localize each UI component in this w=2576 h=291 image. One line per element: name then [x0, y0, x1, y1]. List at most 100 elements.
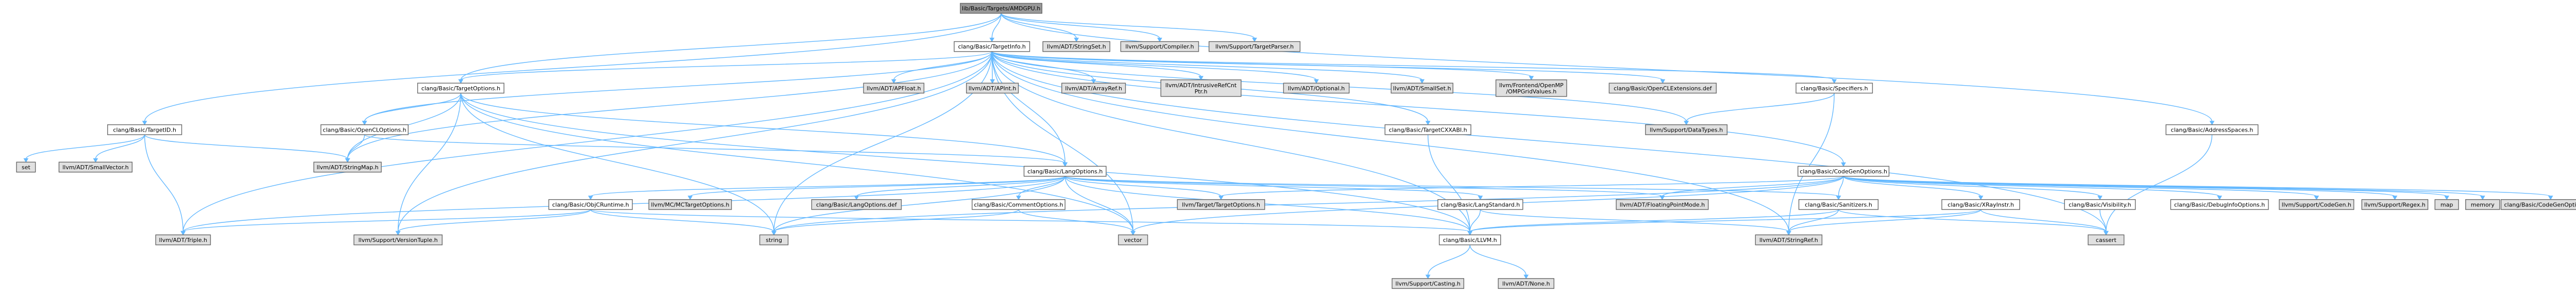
- node-openclext[interactable]: clang/Basic/OpenCLExtensions.def: [1608, 83, 1717, 94]
- node-openmp[interactable]: llvm/Frontend/OpenMP/OMPGridValues.h: [1495, 79, 1567, 97]
- node-label: clang/Basic/CodeGenOptions.def: [2504, 201, 2576, 208]
- node-map[interactable]: map: [2434, 199, 2459, 210]
- edge-langoptions-to-commentoptions: [1016, 176, 1065, 200]
- node-apint[interactable]: llvm/ADT/APInt.h: [966, 83, 1019, 94]
- node-smallvector[interactable]: llvm/ADT/SmallVector.h: [58, 161, 133, 173]
- node-label: clang/Basic/LangOptions.h: [1027, 168, 1103, 175]
- node-box: [1437, 199, 1523, 210]
- node-label: clang/Basic/ObjCRuntime.h: [552, 201, 629, 208]
- node-apsint[interactable]: llvm/ADT/APFloat.h: [863, 83, 925, 94]
- node-versiontuple[interactable]: llvm/Support/VersionTuple.h: [353, 234, 443, 246]
- edge-objcruntime-to-string: [590, 209, 777, 236]
- node-langopts[interactable]: clang/Basic/LangOptions.def: [811, 199, 902, 210]
- node-optional[interactable]: llvm/ADT/Optional.h: [1283, 83, 1350, 94]
- node-langstandard[interactable]: clang/Basic/LangStandard.h: [1437, 199, 1523, 210]
- node-label: llvm/Frontend/OpenMP: [1499, 82, 1564, 89]
- node-label: llvm/ADT/SmallVector.h: [62, 164, 129, 171]
- node-string[interactable]: string: [759, 234, 789, 246]
- node-langoptions[interactable]: clang/Basic/LangOptions.h: [1023, 166, 1107, 177]
- node-debuginfo[interactable]: clang/Basic/DebugInfoOptions.h: [2170, 199, 2269, 210]
- node-box: [16, 161, 36, 173]
- node-floatmode[interactable]: llvm/ADT/FloatingPointMode.h: [1616, 199, 1709, 210]
- node-targetparser[interactable]: llvm/Support/TargetParser.h: [1208, 41, 1301, 52]
- node-compiler[interactable]: llvm/Support/Compiler.h: [1120, 41, 1199, 52]
- node-label: llvm/ADT/FloatingPointMode.h: [1620, 201, 1705, 208]
- node-vector[interactable]: vector: [1118, 234, 1148, 246]
- node-stringset[interactable]: llvm/ADT/StringSet.h: [1042, 41, 1110, 52]
- node-label: clang/Basic/TargetInfo.h: [958, 43, 1026, 50]
- node-box: [1798, 199, 1879, 210]
- node-casting[interactable]: llvm/Support/Casting.h: [1392, 278, 1464, 289]
- node-label: string: [766, 237, 782, 244]
- node-xray[interactable]: clang/Basic/XRayInstr.h: [1941, 199, 2020, 210]
- node-box: [1941, 199, 2020, 210]
- node-set[interactable]: set: [16, 161, 36, 173]
- node-arrayref[interactable]: llvm/ADT/ArrayRef.h: [1061, 83, 1126, 94]
- node-label: clang/Basic/TargetCXXABI.h: [1389, 126, 1467, 133]
- node-label: llvm/Support/Compiler.h: [1125, 43, 1194, 50]
- node-smallset[interactable]: llvm/ADT/SmallSet.h: [1391, 83, 1453, 94]
- edge-targetinfo-to-targetoptions: [458, 51, 993, 84]
- node-label: llvm/ADT/IntrusiveRefCnt: [1165, 82, 1237, 89]
- node-stringref[interactable]: llvm/ADT/StringRef.h: [1755, 234, 1823, 246]
- node-cassert[interactable]: cassert: [2088, 234, 2125, 246]
- edge-root-to-targetid: [142, 13, 1002, 125]
- node-root[interactable]: lib/Basic/Targets/AMDGPU.h: [960, 3, 1043, 14]
- node-label: llvm/ADT/Triple.h: [159, 237, 207, 244]
- node-box: [417, 83, 504, 94]
- node-none[interactable]: llvm/ADT/None.h: [1498, 278, 1554, 289]
- node-objcruntime[interactable]: clang/Basic/ObjCRuntime.h: [548, 199, 633, 210]
- node-label: clang/Basic/OpenCLExtensions.def: [1614, 85, 1713, 92]
- node-label: memory: [2471, 201, 2495, 208]
- node-targetcxxabi[interactable]: clang/Basic/TargetCXXABI.h: [1384, 124, 1471, 135]
- node-targetid[interactable]: clang/Basic/TargetID.h: [107, 124, 182, 135]
- edge-codegenoptions-to-visibility: [1843, 175, 2103, 200]
- node-memory[interactable]: memory: [2465, 199, 2500, 210]
- node-datatypes[interactable]: llvm/Support/DataTypes.h: [1645, 124, 1728, 135]
- node-regex[interactable]: llvm/Support/Regex.h: [2361, 199, 2429, 210]
- node-stringmap[interactable]: llvm/ADT/StringMap.h: [313, 161, 382, 173]
- node-label: clang/Basic/Visibility.h: [2069, 201, 2131, 208]
- edge-targetoptions-to-opencloptions: [362, 93, 462, 125]
- node-specifiers[interactable]: clang/Basic/Specifiers.h: [1795, 83, 1873, 94]
- edge-langoptions-to-langstandard: [1064, 175, 1483, 200]
- edge-targetinfo-to-codegenoptions: [991, 51, 1846, 167]
- edge-addressspaces-to-cassert: [2103, 135, 2213, 236]
- node-sanitizers[interactable]: clang/Basic/Sanitizers.h: [1798, 199, 1879, 210]
- node-codegen[interactable]: llvm/Support/CodeGen.h: [2279, 199, 2354, 210]
- node-codegenoptions[interactable]: clang/Basic/CodeGenOptions.h: [1798, 166, 1890, 177]
- node-box: [1392, 278, 1464, 289]
- node-llvmh[interactable]: clang/Basic/LLVM.h: [1438, 234, 1501, 246]
- edge-targetoptions-to-versiontuple: [395, 93, 462, 236]
- node-visibility[interactable]: clang/Basic/Visibility.h: [2064, 199, 2136, 210]
- edge-llvmh-to-none: [1469, 245, 1529, 279]
- node-label: clang/Basic/LangOptions.def: [816, 201, 897, 208]
- node-box: [313, 161, 382, 173]
- node-triple[interactable]: llvm/ADT/Triple.h: [155, 234, 211, 246]
- node-commentoptions[interactable]: clang/Basic/CommentOptions.h: [972, 199, 1065, 210]
- edge-codegenoptions-to-codegendef: [1843, 175, 2553, 200]
- node-box: [1118, 234, 1148, 246]
- node-label: lib/Basic/Targets/AMDGPU.h: [962, 5, 1040, 12]
- edge-langoptions-to-objcruntime: [588, 175, 1065, 200]
- node-box: [2500, 199, 2576, 210]
- edge-codegenoptions-to-debuginfo: [1843, 175, 2222, 200]
- edge-root-to-targetparser: [1001, 13, 1257, 42]
- node-box: [1391, 83, 1453, 94]
- node-targettarget[interactable]: llvm/Target/TargetOptions.h: [1177, 199, 1265, 210]
- node-label: vector: [1124, 237, 1142, 244]
- edge-targetcxxabi-to-llvmh: [1427, 135, 1473, 236]
- node-opencloptions[interactable]: clang/Basic/OpenCLOptions.h: [320, 124, 409, 135]
- node-addressspaces[interactable]: clang/Basic/AddressSpaces.h: [2165, 124, 2259, 135]
- node-targetoptions[interactable]: clang/Basic/TargetOptions.h: [417, 83, 504, 94]
- node-mctarget[interactable]: llvm/MC/MCTargetOptions.h: [648, 199, 732, 210]
- edge-root-to-addressspaces: [1001, 13, 2215, 125]
- node-codegendef[interactable]: clang/Basic/CodeGenOptions.def: [2500, 199, 2576, 210]
- edge-targetinfo-to-openmp: [991, 51, 1534, 80]
- node-targetinfo[interactable]: clang/Basic/TargetInfo.h: [954, 41, 1030, 52]
- node-box: [863, 83, 925, 94]
- node-box: [155, 234, 211, 246]
- edge-targetid-to-smallvector: [93, 134, 145, 163]
